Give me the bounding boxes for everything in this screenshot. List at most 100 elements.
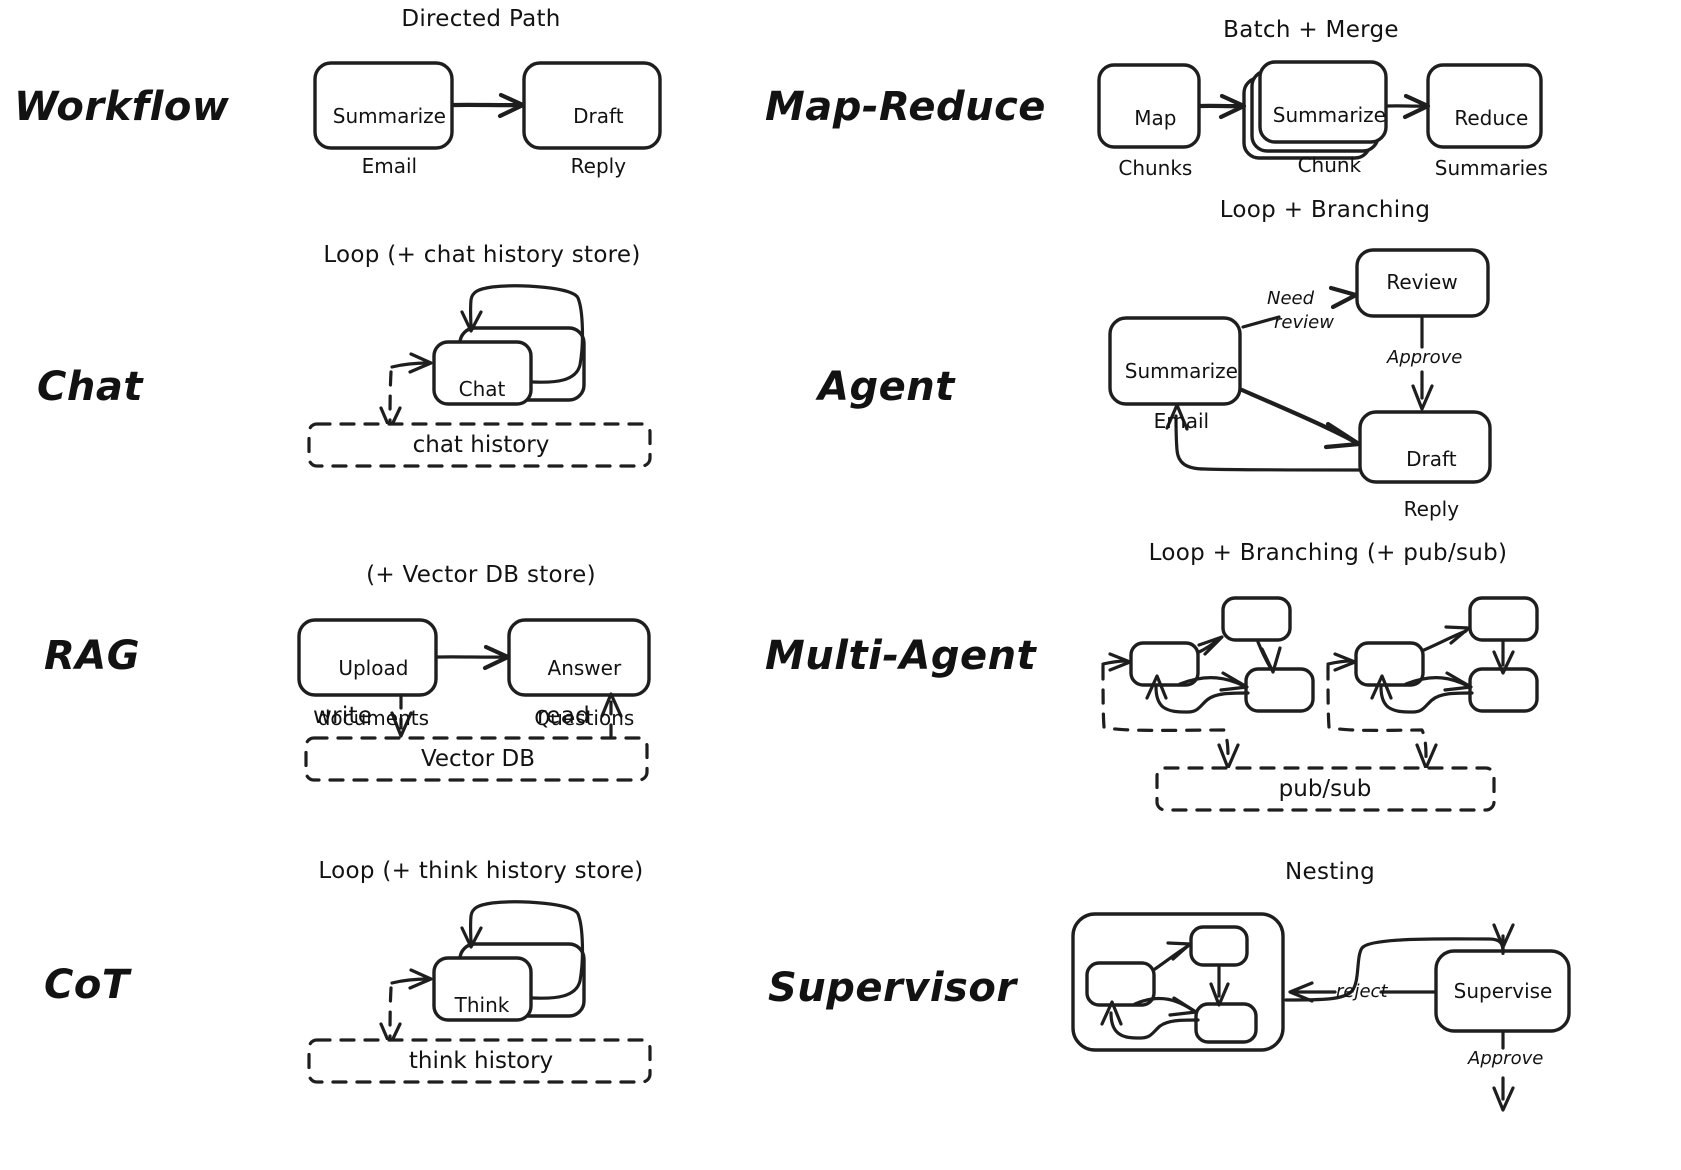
row-label-multi-agent: Multi-Agent	[765, 633, 1037, 679]
edge-agent-to-draft	[1239, 387, 1360, 446]
multiagent-cluster-a	[1101, 596, 1315, 770]
row-label-map-reduce: Map-Reduce	[765, 84, 1046, 130]
arrowhead-cot-store-in	[408, 968, 433, 990]
arrowhead-workflow-1	[497, 92, 526, 119]
edge-ma-a3-a1	[1154, 685, 1250, 714]
arrowhead-agent-need-review	[1328, 285, 1359, 310]
arrowhead-mapreduce-1	[1218, 93, 1247, 120]
arrowhead-ma-b1-b2	[1444, 625, 1471, 645]
node-label-line2: Reply	[570, 154, 627, 178]
node-label-line1: Summarize	[1124, 359, 1238, 383]
caption-cot-loop: Loop (+ think history store)	[318, 858, 644, 884]
edge-ma-a-pubsub	[1101, 664, 1230, 760]
node-label-line1: Map	[1134, 106, 1177, 130]
arrowhead-agent-loopback	[1165, 403, 1189, 431]
edge-label-reject: reject	[1336, 981, 1388, 1002]
arrowhead-agent-to-draft	[1323, 421, 1362, 450]
arrowhead-sup-n3-n1	[1100, 1000, 1123, 1026]
arrowhead-supervisor-entry	[1492, 923, 1515, 949]
workflow-diagram	[313, 61, 662, 150]
arrowhead-rag-1	[482, 644, 511, 671]
arrowhead-chat-selfloop	[460, 310, 483, 333]
row-label-rag: RAG	[44, 633, 141, 679]
node-label-upload-documents: Upload documents	[305, 631, 429, 731]
node-label-line2: Reply	[1403, 497, 1460, 521]
node-ma-b3	[1468, 667, 1539, 713]
store-chat-history	[307, 422, 652, 468]
store-think-history	[307, 1038, 652, 1084]
arrowhead-chat-store-in	[408, 352, 433, 374]
edge-ma-b-pubsub	[1326, 664, 1428, 760]
node-label-line1: Upload	[338, 656, 409, 680]
arrowhead-agent-approve	[1411, 384, 1434, 411]
node-label-line1: Summarize	[1272, 103, 1386, 127]
arrowhead-ma-a-in	[1108, 652, 1132, 672]
edge-cot-store-in	[390, 977, 431, 985]
edge-label-write: write	[313, 703, 373, 729]
node-ma-b1	[1354, 641, 1425, 687]
arrowhead-reject	[1288, 981, 1314, 1003]
node-label-map-chunks: Map Chunks	[1106, 81, 1193, 181]
store-pubsub	[1155, 766, 1496, 812]
caption-vector-db-store: (+ Vector DB store)	[366, 562, 596, 588]
arrowhead-ma-b1-b3	[1443, 671, 1473, 692]
edge-cot-store-down	[388, 986, 393, 1042]
node-label-summarize-email-agent: Summarize Email	[1112, 334, 1238, 434]
node-summarize-email-agent	[1108, 316, 1242, 406]
node-label-line1: Draft	[573, 104, 624, 128]
node-sup-n1	[1085, 961, 1156, 1007]
node-ma-a3	[1244, 667, 1315, 713]
row-label-chat: Chat	[37, 364, 143, 410]
node-label-line2: Chunks	[1118, 156, 1193, 180]
edge-sup-n3-n1	[1109, 1011, 1200, 1040]
node-think	[432, 956, 533, 1022]
node-label-line1: Reduce	[1454, 106, 1529, 130]
node-label-line2: Questions	[534, 706, 635, 730]
row-label-workflow: Workflow	[14, 84, 230, 130]
edge-chat-store-down	[388, 370, 393, 426]
row-label-agent: Agent	[818, 364, 955, 410]
node-label-line2: Summaries	[1434, 156, 1548, 180]
node-label-summarize-email: Summarize Email	[320, 79, 446, 179]
edge-label-supervisor-approve: Approve	[1468, 1048, 1544, 1069]
arrowhead-ma-b-in	[1333, 652, 1357, 672]
row-label-supervisor: Supervisor	[768, 965, 1017, 1011]
caption-loop-branching: Loop + Branching	[1219, 197, 1431, 223]
agent-diagram	[1108, 248, 1492, 484]
node-label-line2: documents	[317, 706, 430, 730]
arrowhead-ma-a3-a1	[1145, 674, 1168, 700]
node-label-think: Think	[454, 993, 510, 1017]
multiagent-cluster-b	[1326, 596, 1539, 770]
arrowhead-sup-n1-n2	[1166, 941, 1192, 961]
node-label-summarize-chunk: Summarize Chunk	[1260, 78, 1386, 178]
node-label-draft-reply-agent: Draft Reply	[1391, 422, 1459, 522]
row-label-cot: CoT	[44, 962, 130, 1008]
edge-chat-store-in	[390, 361, 431, 369]
edge-label-read: read	[537, 703, 590, 729]
node-ma-a1	[1129, 641, 1200, 687]
node-label-supervise: Supervise	[1453, 979, 1553, 1003]
arrowhead-cot-selfloop	[460, 926, 483, 949]
arrowhead-ma-a1-a3	[1219, 671, 1249, 692]
arrowhead-rag-write	[390, 711, 413, 738]
node-summarize-chunk	[1258, 60, 1388, 144]
node-label-answer-questions: Answer Questions	[522, 631, 635, 731]
arrowhead-mapreduce-2	[1402, 93, 1431, 120]
node-ma-b2	[1468, 596, 1539, 642]
node-sup-n3	[1194, 1002, 1258, 1044]
edge-chat-selfloop	[468, 284, 585, 384]
store-vector-db	[304, 736, 649, 782]
node-review	[1355, 248, 1490, 318]
store-label-vector-db: Vector DB	[420, 746, 536, 772]
edge-ma-b3-b1	[1379, 685, 1474, 714]
store-label-chat-history: chat history	[412, 432, 550, 458]
arrowhead-ma-b3-b1	[1370, 674, 1393, 700]
node-chat	[432, 340, 533, 406]
node-label-chat: Chat	[458, 377, 506, 401]
node-ma-a2	[1221, 596, 1292, 642]
caption-loop-branching-pubsub: Loop + Branching (+ pub/sub)	[1148, 540, 1508, 566]
arrowhead-rag-read	[600, 692, 623, 718]
caption-chat-loop: Loop (+ chat history store)	[323, 242, 641, 268]
node-label-reduce-summaries: Reduce Summaries	[1422, 81, 1548, 181]
